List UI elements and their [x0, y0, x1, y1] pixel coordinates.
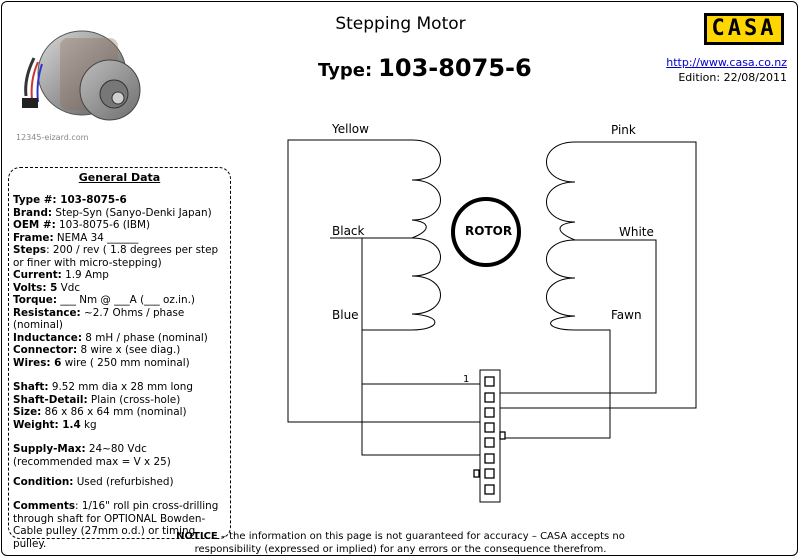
left-coil-upper	[411, 139, 441, 239]
spec-torque: Torque: ___ Nm @ ___A (___ oz.in.)	[13, 294, 195, 306]
label-black: Black	[332, 224, 365, 238]
label-yellow: Yellow	[332, 122, 369, 136]
right-coil-lower	[546, 239, 576, 331]
fawn-wire	[500, 329, 611, 439]
spec-size: Size: 86 x 86 x 64 mm (nominal)	[13, 406, 187, 418]
right-coil-upper	[546, 141, 576, 241]
spec-steps: Steps: 200 / rev ( 1.8 degrees per step …	[13, 244, 219, 269]
spec-comments: Comments: 1/16" roll pin cross-drilling …	[13, 500, 219, 550]
spec-shaft: Shaft: 9.52 mm dia x 28 mm long	[13, 381, 193, 393]
page-title: Stepping Motor	[335, 14, 466, 34]
spec-brand: Brand: Step-Syn (Sanyo-Denki Japan)	[13, 206, 212, 219]
notice-bold: NOTICE	[176, 531, 218, 542]
type-heading: Type:103-8075-6	[318, 54, 532, 82]
blue-lead	[361, 330, 480, 456]
edition-date: Edition: 22/08/2011	[678, 71, 787, 84]
spec-inductance: Inductance: 8 mH / phase (nominal)	[13, 331, 208, 344]
spec-resistance: Resistance: ~2.7 Ohms / phase (nominal)	[13, 306, 185, 332]
black-lead	[361, 238, 480, 385]
spec-shaft-detail: Shaft-Detail: Plain (cross-hole)	[13, 393, 181, 406]
spec-type: Type #: 103-8075-6	[13, 194, 127, 206]
spec-current: Current: 1.9 Amp	[13, 269, 109, 281]
yellow-wire	[287, 139, 480, 423]
website-link[interactable]: http://www.casa.co.nz	[666, 56, 787, 69]
label-fawn: Fawn	[611, 308, 642, 322]
motor-photo	[14, 18, 144, 136]
label-white: White	[619, 225, 654, 239]
label-blue: Blue	[332, 308, 359, 322]
spec-volts: Volts: 5 Vdc	[13, 281, 81, 294]
notice-line1: – the information on this page is not gu…	[217, 531, 625, 542]
general-data-title: General Data	[78, 171, 161, 184]
label-pink: Pink	[611, 123, 636, 137]
spec-weight: Weight: 1.4 kg	[13, 418, 97, 431]
spec-oem: OEM #: 103-8075-6 (IBM)	[13, 219, 151, 231]
spec-condition: Condition: Used (refurbished)	[13, 476, 174, 488]
rotor-label: ROTOR	[465, 224, 513, 238]
pin-1-label: 1	[463, 374, 470, 385]
casa-logo: CASA	[704, 13, 784, 45]
notice-line2: responsibility (expressed or implied) fo…	[194, 544, 607, 555]
type-value: 103-8075-6	[378, 54, 532, 82]
rotor-circle	[451, 197, 521, 267]
pink-wire	[500, 141, 697, 409]
spec-connector: Connector: 8 wire x (see diag.)	[13, 344, 181, 356]
white-wire	[500, 239, 657, 394]
type-label: Type:	[318, 60, 373, 81]
spec-wires: Wires: 6 wire ( 250 mm nominal)	[13, 356, 190, 369]
connector-body	[479, 369, 501, 503]
general-data-panel	[8, 167, 231, 539]
spec-frame: Frame: NEMA 34 ______	[13, 231, 139, 244]
notice: NOTICE – the information on this page is…	[0, 530, 801, 556]
spec-supply-max: Supply-Max: 24~80 Vdc (recommended max =…	[13, 443, 171, 468]
photo-caption: 12345-eizard.com	[16, 133, 89, 142]
left-coil-lower	[411, 237, 441, 331]
